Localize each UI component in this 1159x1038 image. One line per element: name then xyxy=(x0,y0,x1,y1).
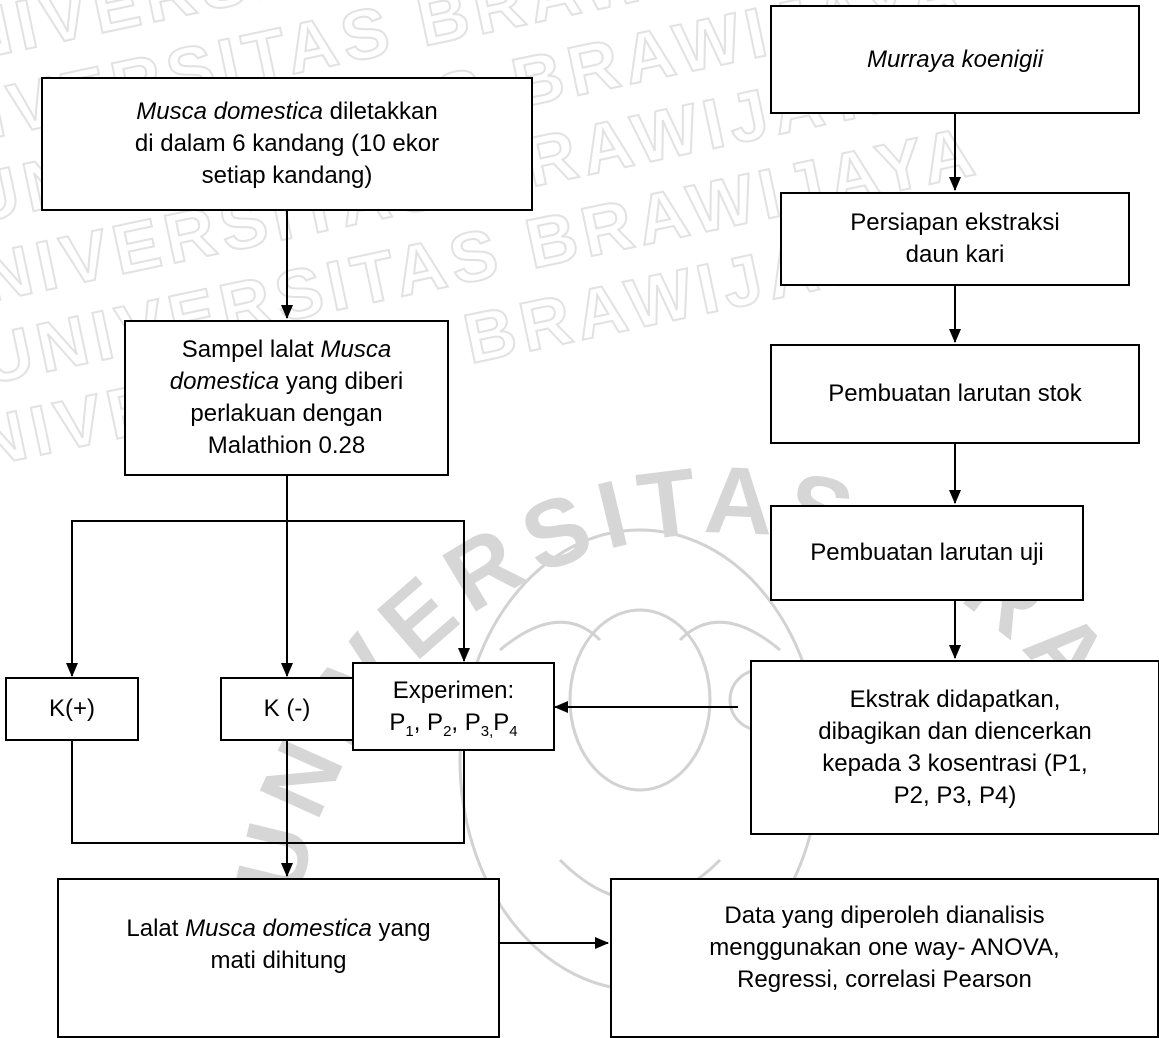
box-k-plus: K(+) xyxy=(5,677,139,741)
box-persiapan-ekstraksi: Persiapan ekstraksi daun kari xyxy=(780,192,1130,286)
box-musca-domestica: Musca domestica diletakkan di dalam 6 ka… xyxy=(41,77,533,211)
box-k-minus: K (-) xyxy=(220,677,354,741)
box-lalat-dihitung: Lalat Musca domestica yang mati dihitung xyxy=(57,878,500,1038)
branch-sampel-kplus-experimen xyxy=(71,520,470,676)
box-sampel-lalat: Sampel lalat Musca domestica yang diberi… xyxy=(124,320,449,476)
merge-line xyxy=(71,740,465,844)
box-ekstrak: Ekstrak didapatkan, dibagikan dan dience… xyxy=(750,660,1159,835)
box-murraya-koenigii: Murraya koenigii xyxy=(770,5,1140,114)
box-larutan-stok: Pembuatan larutan stok xyxy=(770,344,1140,444)
box-experimen: Experimen: P1, P2, P3,P4 xyxy=(352,662,555,751)
box-larutan-uji: Pembuatan larutan uji xyxy=(770,505,1084,601)
box-data-analisis: Data yang diperoleh dianalisis menggunak… xyxy=(610,878,1159,1038)
